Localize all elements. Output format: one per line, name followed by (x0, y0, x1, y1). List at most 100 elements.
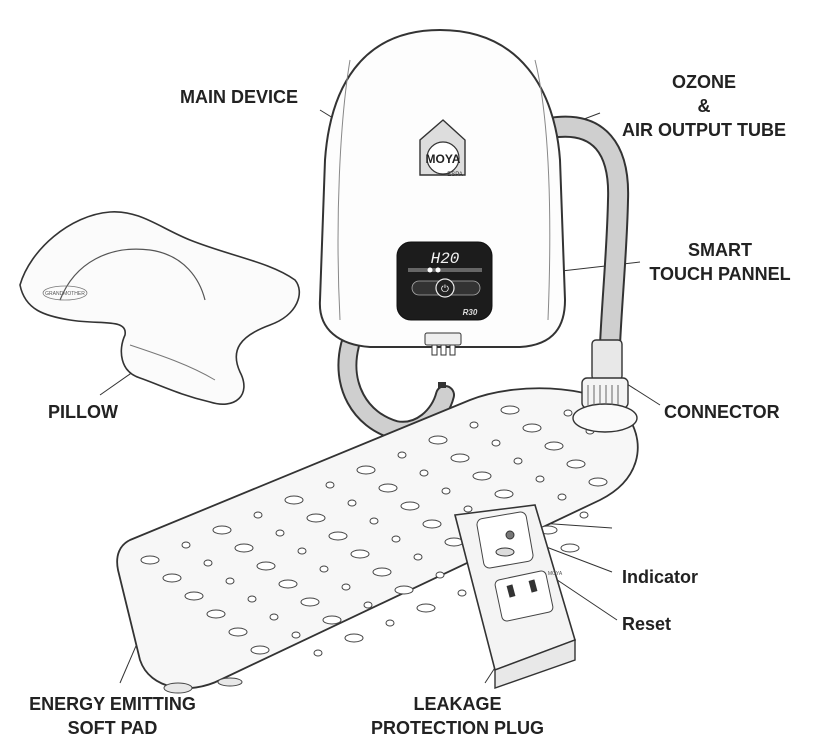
pad-bump (140, 555, 160, 565)
pad-bump (435, 571, 445, 579)
pillow-inner-curve (59, 248, 206, 301)
pad-bump (325, 481, 335, 489)
pillow-brand: GRANDMOTHER (45, 291, 85, 297)
pad-bump (350, 549, 370, 559)
label-leakage-plug: LEAKAGE PROTECTION PLUG (355, 692, 560, 740)
leakage-protection-plug: MOYA (453, 504, 576, 689)
pad-bump (291, 631, 301, 639)
label-indicator: Indicator (622, 567, 699, 587)
pad-bump (469, 421, 479, 429)
pillow-logo-badge (42, 285, 88, 301)
label-ozone-line1: OZONE (671, 72, 736, 92)
pad-bump (400, 501, 420, 511)
pad-bump (566, 459, 586, 469)
label-pillow: PILLOW (48, 402, 118, 422)
pad-bump (253, 511, 263, 519)
pad-bump (522, 423, 542, 433)
pad-bump (397, 451, 407, 459)
pad-bump (579, 511, 589, 519)
pillow: GRANDMOTHER (19, 211, 300, 405)
label-reset: Reset (622, 614, 672, 634)
device-brand-sub: ESPA (447, 172, 463, 178)
pad-bump (363, 601, 373, 609)
smart-touch-panel: H20 ⏻ R30 (396, 241, 493, 321)
pad-bump (306, 513, 326, 523)
pad-bump (472, 471, 492, 481)
pad-bump (234, 543, 254, 553)
pad-bump (313, 649, 323, 657)
pad-bump (344, 633, 364, 643)
moya-logo: MOYA ESPA (419, 119, 466, 178)
pad-bump (450, 453, 470, 463)
label-plug-line2: PROTECTION PLUG (370, 718, 544, 738)
label-main-device: MAIN DEVICE (180, 87, 299, 107)
pad-bump (544, 441, 564, 451)
pad-bump (300, 597, 320, 607)
pad-bump (225, 577, 235, 585)
pad-bump (378, 483, 398, 493)
device-brand: MOYA (426, 152, 461, 166)
label-smart-panel: SMART TOUCH PANNEL (640, 238, 800, 286)
pad-bump (347, 499, 357, 507)
label-soft-pad: ENERGY EMITTING SOFT PAD (10, 692, 215, 740)
device-model: R30 (463, 308, 478, 317)
pad-bump (500, 405, 520, 415)
pad-bump (162, 573, 182, 583)
pad-bump (206, 609, 226, 619)
pad-bump (275, 529, 285, 537)
plug-indicator-light (505, 530, 515, 540)
pad-bump (322, 615, 342, 625)
label-ozone-line2: & (697, 96, 711, 116)
pad-bump (203, 559, 213, 567)
pad-bump (457, 589, 467, 597)
pad-bump (181, 541, 191, 549)
label-ozone-line3: AIR OUTPUT TUBE (622, 120, 786, 140)
pillow-outline (19, 211, 300, 405)
pad-bump (278, 579, 298, 589)
pad-bump (560, 543, 580, 553)
pad-bump (247, 595, 257, 603)
label-smart-line1: SMART (688, 240, 752, 260)
pad-bump (535, 475, 545, 483)
pad-bump (494, 489, 514, 499)
pad-bump (250, 645, 270, 655)
pad-bump (385, 619, 395, 627)
pad-bump (372, 567, 392, 577)
pad-bump (463, 505, 473, 513)
label-smart-line2: TOUCH PANNEL (649, 264, 791, 284)
pad-bump (269, 613, 279, 621)
pad-bump (328, 531, 348, 541)
pillow-inner-curve-2 (129, 344, 216, 381)
label-plug-line1: LEAKAGE (413, 694, 502, 714)
pad-bump (284, 495, 304, 505)
energy-soft-pad (116, 387, 639, 694)
pad-bump (588, 477, 608, 487)
connector (572, 339, 638, 433)
label-pad-line1: ENERGY EMITTING (29, 694, 196, 714)
plug-brand: MOYA (548, 571, 563, 577)
pad-bump (212, 525, 232, 535)
pad-bump (184, 591, 204, 601)
power-button[interactable] (435, 278, 455, 298)
pad-bump (413, 553, 423, 561)
label-ozone-tube: OZONE & AIR OUTPUT TUBE (604, 70, 804, 142)
pad-bump (356, 465, 376, 475)
pad-bump (297, 547, 307, 555)
pad-bump (563, 409, 573, 417)
main-device: MOYA ESPA H20 ⏻ R30 (318, 28, 567, 388)
pad-bump (557, 493, 567, 501)
pad-bump (513, 457, 523, 465)
pad-bump (419, 469, 429, 477)
pad-bump (444, 537, 464, 547)
pad-bump (428, 435, 448, 445)
pad-bump (441, 487, 451, 495)
plug-reset-button[interactable] (495, 547, 515, 557)
label-pad-line2: SOFT PAD (67, 718, 158, 738)
svg-text:⏻: ⏻ (441, 284, 449, 295)
pad-bump (416, 603, 436, 613)
pad-bump (341, 583, 351, 591)
pad-bumps (140, 405, 608, 657)
pad-bump (319, 565, 329, 573)
pad-bump (422, 519, 442, 529)
pad-bump (391, 535, 401, 543)
